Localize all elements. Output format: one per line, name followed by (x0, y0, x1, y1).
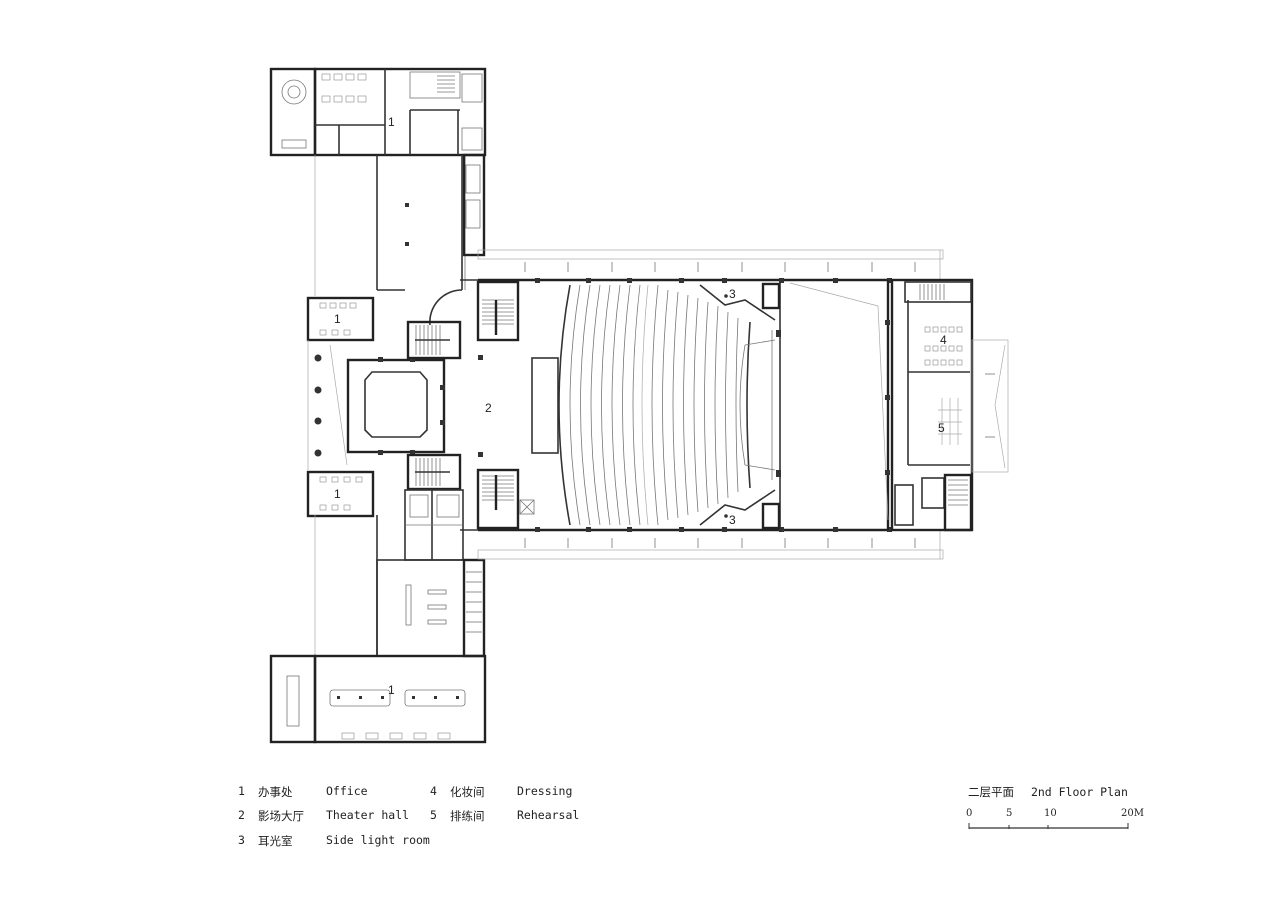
scale-tick-0: 0 (966, 808, 973, 819)
scale-line (968, 823, 1129, 829)
legend-label-en: Office (326, 784, 368, 798)
room-label-theater-hall: 2 (485, 401, 492, 415)
stairs-north-atrium (406, 320, 462, 360)
legend-number: 2 (238, 808, 245, 822)
east-backstage (890, 278, 1009, 532)
legend-number: 5 (430, 808, 437, 822)
legend-number: 1 (238, 784, 245, 798)
north-wing (269, 67, 487, 157)
legend-label-en: Theater hall (326, 808, 410, 822)
drawing-title: 二层平面 2nd Floor Plan (968, 784, 1128, 800)
room-label-office-west-upper: 1 (334, 312, 341, 326)
room-label-rehearsal: 5 (938, 421, 945, 435)
stage (739, 280, 890, 530)
west-office-upper (306, 296, 375, 342)
west-office-lower (306, 470, 375, 518)
stairs-south-atrium (406, 453, 462, 491)
legend-label-zh: 影场大厅 (258, 809, 304, 823)
service-rooms (404, 489, 464, 561)
legend-label-en: Side light room (326, 833, 430, 847)
scale-tick-20m: 20M (1121, 808, 1144, 819)
auditorium-seating (558, 284, 776, 526)
scale-tick-10: 10 (1044, 808, 1057, 819)
drawing-title-en: 2nd Floor Plan (1030, 785, 1128, 799)
legend-label-zh: 化妆间 (450, 785, 485, 799)
legend-label-en: Dressing (517, 784, 573, 798)
legend-number: 3 (238, 833, 245, 847)
legend-label-zh: 耳光室 (258, 834, 293, 848)
legend-label-en: Rehearsal (517, 808, 580, 822)
room-label-office-west-lower: 1 (334, 487, 341, 501)
room-label-office-north: 1 (388, 115, 395, 129)
legend-number: 4 (430, 784, 437, 798)
theater-lobby (460, 279, 559, 531)
room-label-office-south: 1 (388, 683, 395, 697)
legend-label-zh: 排练间 (450, 809, 485, 823)
scale-tick-5: 5 (1006, 808, 1013, 819)
scale-bar: 0 5 10 20M (966, 808, 1144, 834)
room-label-side-light-south: 3 (729, 513, 736, 527)
room-label-dressing: 4 (940, 333, 947, 347)
auditorium-envelope (477, 249, 944, 560)
south-wing (269, 654, 487, 744)
north-corridor (314, 153, 486, 326)
room-label-side-light-north: 3 (729, 287, 736, 301)
legend-label-zh: 办事处 (258, 785, 293, 799)
drawing-title-zh: 二层平面 (968, 785, 1014, 799)
south-corridor (314, 515, 486, 658)
west-atrium (307, 340, 446, 470)
